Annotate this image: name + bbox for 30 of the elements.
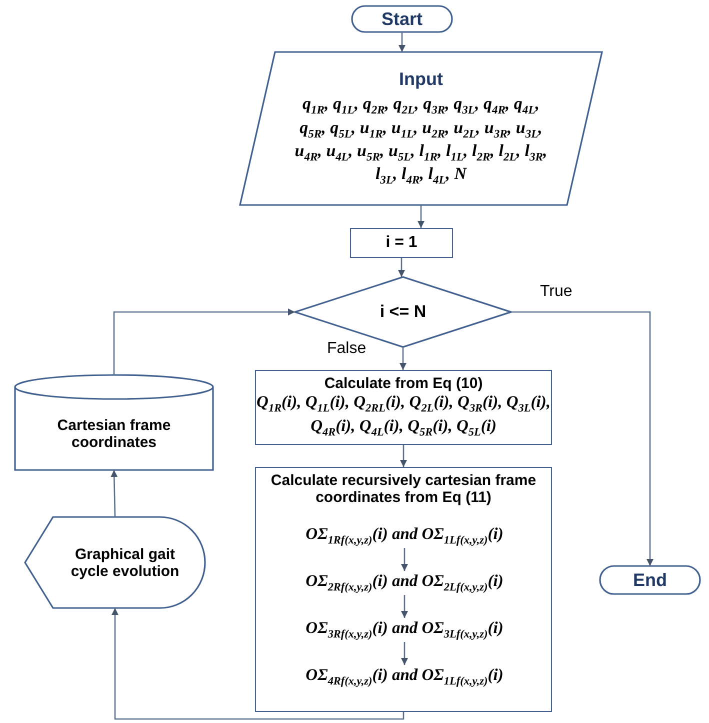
node-text: Calculate recursively cartesian frame coordinates from Eq (11) <box>270 472 538 506</box>
heading-text: Calculate from Eq (10) <box>324 375 483 392</box>
node-text: End <box>633 570 667 590</box>
arrow <box>400 347 406 370</box>
formula-text: Q$_{1R}$(i), Q$_{1L}$(i), Q$_{2RL}$(i), Q$_{2L}$(i), Q$_{3R}$(i), Q$_{3L}$(i), Q$_{4R}$(i), Q$_{4L}$(i), Q$_{5R}$(i), Q$_{5L}$(i) <box>256 392 551 440</box>
arrow <box>401 595 408 618</box>
formula-text: q$_{1R}$, q$_{1L}$, q$_{2R}$, q$_{2L}$, q$_{3R}$, q$_{3L}$, q$_{4R}$, q$_{4L}$, q$_{5R}$, q$_{5L}$, u$_{1R}$, u$_{1L}$, u$_{2R}$, u$_{2L}$, u$_{3R}$, u$_{3L}$, u$_{4R}$, u$_{4L}$, u$_{5R}$, u$_{5L}$, l$_{1R}$, l$_{1L}$, l$_{2R}$, l$_{2L}$, l$_{3R}$, l$_{3L}$, l$_{4R}$, l$_{4L}$, N <box>294 94 548 188</box>
heading-text: Input <box>399 69 443 90</box>
arrow <box>401 642 408 665</box>
node-text: i = 1 <box>386 234 418 252</box>
arrow <box>418 205 424 228</box>
node-text: Cartesian frame coordinates <box>56 416 172 450</box>
arrow <box>511 311 654 566</box>
process-box <box>255 370 552 445</box>
formula-text: OΣ$_{3Rf(x,y,z)}$(i) and OΣ$_{3Lf(x,y,z)}$(i) <box>306 618 504 642</box>
process-box <box>255 467 552 712</box>
node-text: Start <box>381 8 422 30</box>
formula-text: OΣ$_{2Rf(x,y,z)}$(i) and OΣ$_{2Lf(x,y,z)}$(i) <box>306 571 504 595</box>
arrow <box>400 445 407 467</box>
node-text: Graphical gait cycle evolution <box>70 546 180 580</box>
arrow <box>112 608 404 720</box>
arrow <box>398 32 406 52</box>
formula-text: OΣ$_{4Rf(x,y,z)}$(i) and OΣ$_{1Lf(x,y,z)}$(i) <box>306 665 504 689</box>
arrow <box>398 258 405 277</box>
node-text: i <= N <box>380 302 426 322</box>
process-box <box>350 228 453 258</box>
formula-text: OΣ$_{1Rf(x,y,z)}$(i) and OΣ$_{1Lf(x,y,z)}$(i) <box>306 524 504 548</box>
arrow <box>110 470 118 518</box>
arrow <box>401 548 408 571</box>
arrow <box>113 308 295 375</box>
